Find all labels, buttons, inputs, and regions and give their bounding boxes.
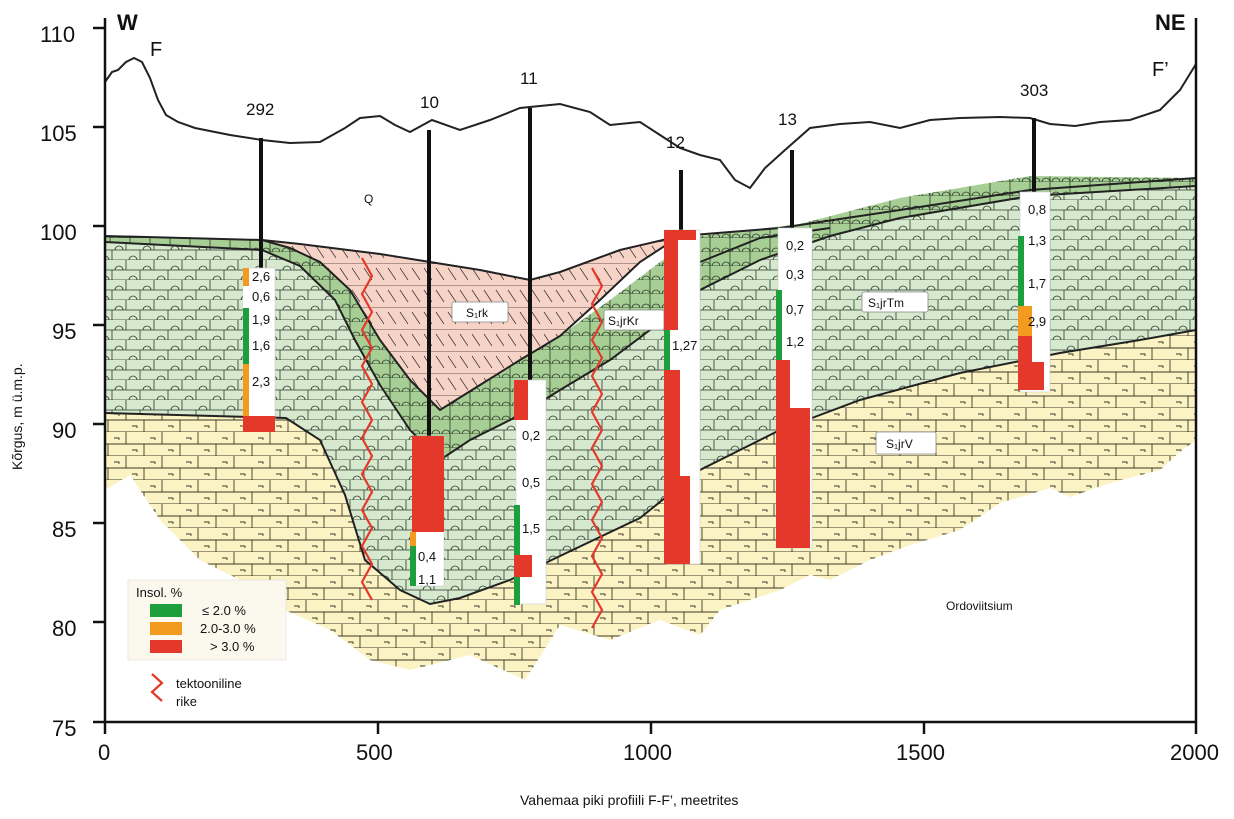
borehole-10: 10 0,4 1,1 (410, 93, 445, 587)
direction-right-label: NE (1155, 10, 1186, 35)
y-tick-label: 85 (52, 517, 76, 542)
unit-label-jrv: S₁jrV (886, 437, 913, 451)
y-tick-label: 110 (40, 22, 75, 47)
borehole-292-value-5: 2,3 (252, 374, 270, 389)
borehole-292-value-2: 0,6 (252, 289, 270, 304)
borehole-13-value-2: 0,3 (786, 267, 804, 282)
ground-surface-line (104, 56, 1197, 190)
borehole-11-value-1: 0,2 (522, 428, 540, 443)
borehole-292: 292 2,6 0,6 1,9 1,6 2,3 (243, 100, 276, 432)
legend-label-red: > 3.0 % (210, 639, 255, 654)
profile-start-label: F (150, 39, 162, 61)
borehole-303-value-3: 1,7 (1028, 276, 1046, 291)
y-tick-labels: 75 80 85 90 95 100 105 110 (40, 22, 77, 741)
borehole-label-12: 12 (666, 133, 685, 152)
legend-swatch-orange (150, 622, 182, 635)
y-axis-title: Kõrgus, m ü.m.p. (9, 363, 25, 470)
borehole-303: 303 0,8 1,3 1,7 2,9 (1018, 81, 1051, 393)
borehole-label-13: 13 (778, 110, 797, 129)
x-axis-title: Vahemaa piki profiili F-F’, meetrites (520, 792, 738, 808)
y-tick-label: 80 (52, 616, 76, 641)
borehole-13-value-4: 1,2 (786, 334, 804, 349)
y-tick-label: 95 (52, 319, 76, 344)
legend-title: Insol. % (136, 585, 183, 600)
legend-swatch-red (150, 640, 182, 653)
unit-jrV-layer (105, 330, 1196, 680)
borehole-label-292: 292 (246, 100, 274, 119)
borehole-10-value-2: 1,1 (418, 572, 436, 587)
unit-label-q: Q (364, 192, 373, 206)
borehole-13-value-3: 0,7 (786, 302, 804, 317)
y-tick-label: 75 (52, 716, 76, 741)
borehole-303-value-1: 0,8 (1028, 202, 1046, 217)
fault-line-1 (360, 257, 374, 601)
x-tick-labels: 0 500 1000 1500 2000 (98, 740, 1219, 765)
unit-rk-layer (105, 236, 680, 410)
legend: Insol. % ≤ 2.0 % 2.0-3.0 % > 3.0 % tekto… (127, 579, 287, 709)
direction-left-label: W (117, 10, 138, 35)
legend-label-orange: 2.0-3.0 % (200, 621, 256, 636)
borehole-13: 13 0,2 0,3 0,7 1,2 (776, 110, 813, 549)
boreholes: 292 2,6 0,6 1,9 1,6 2,3 10 0,4 1,1 (243, 69, 1051, 605)
legend-swatch-green (150, 604, 182, 617)
y-tick-label: 105 (40, 121, 77, 146)
fault-legend-label-1: tektooniline (176, 676, 242, 691)
borehole-label-11: 11 (520, 69, 538, 88)
borehole-292-value-3: 1,9 (252, 312, 270, 327)
borehole-303-value-4: 2,9 (1028, 314, 1046, 329)
profile-end-label: F’ (1152, 59, 1169, 81)
legend-label-green: ≤ 2.0 % (202, 603, 246, 618)
x-tick-label: 2000 (1170, 740, 1219, 765)
fault-legend-icon (150, 673, 164, 702)
borehole-label-303: 303 (1020, 81, 1048, 100)
borehole-292-value-4: 1,6 (252, 338, 270, 353)
borehole-label-10: 10 (420, 93, 439, 112)
borehole-303-value-2: 1,3 (1028, 233, 1046, 248)
fault-line-2 (590, 267, 604, 629)
y-tick-label: 100 (40, 220, 77, 245)
borehole-10-value-1: 0,4 (418, 549, 436, 564)
borehole-13-value-1: 0,2 (786, 238, 804, 253)
unit-label-ordovician: Ordoviitsium (946, 599, 1013, 613)
unit-label-jrtm: S₁jrTm (868, 296, 904, 310)
unit-labels: Q S₁rk S₁jrKr S₁jrTm S₁jrV Ordoviitsium (364, 192, 1013, 613)
tectonic-faults (360, 257, 604, 629)
x-tick-label: 1500 (896, 740, 945, 765)
x-tick-label: 500 (356, 740, 393, 765)
unit-label-jrkr: S₁jrKr (608, 314, 639, 328)
unit-label-rk: S₁rk (466, 306, 489, 320)
unit-jrTm-layer (105, 178, 1196, 604)
borehole-12-value-1: 1,27 (672, 338, 697, 353)
y-tick-label: 90 (52, 418, 76, 443)
borehole-12: 12 1,27 (664, 133, 701, 565)
borehole-292-value-1: 2,6 (252, 269, 270, 284)
borehole-11-value-2: 0,5 (522, 475, 540, 490)
borehole-11: 11 0,2 0,5 1,5 (514, 69, 547, 605)
x-tick-label: 1000 (623, 740, 672, 765)
borehole-11-value-3: 1,5 (522, 521, 540, 536)
fault-legend-label-2: rike (176, 694, 197, 709)
axes (93, 18, 1198, 734)
x-tick-label: 0 (98, 740, 110, 765)
